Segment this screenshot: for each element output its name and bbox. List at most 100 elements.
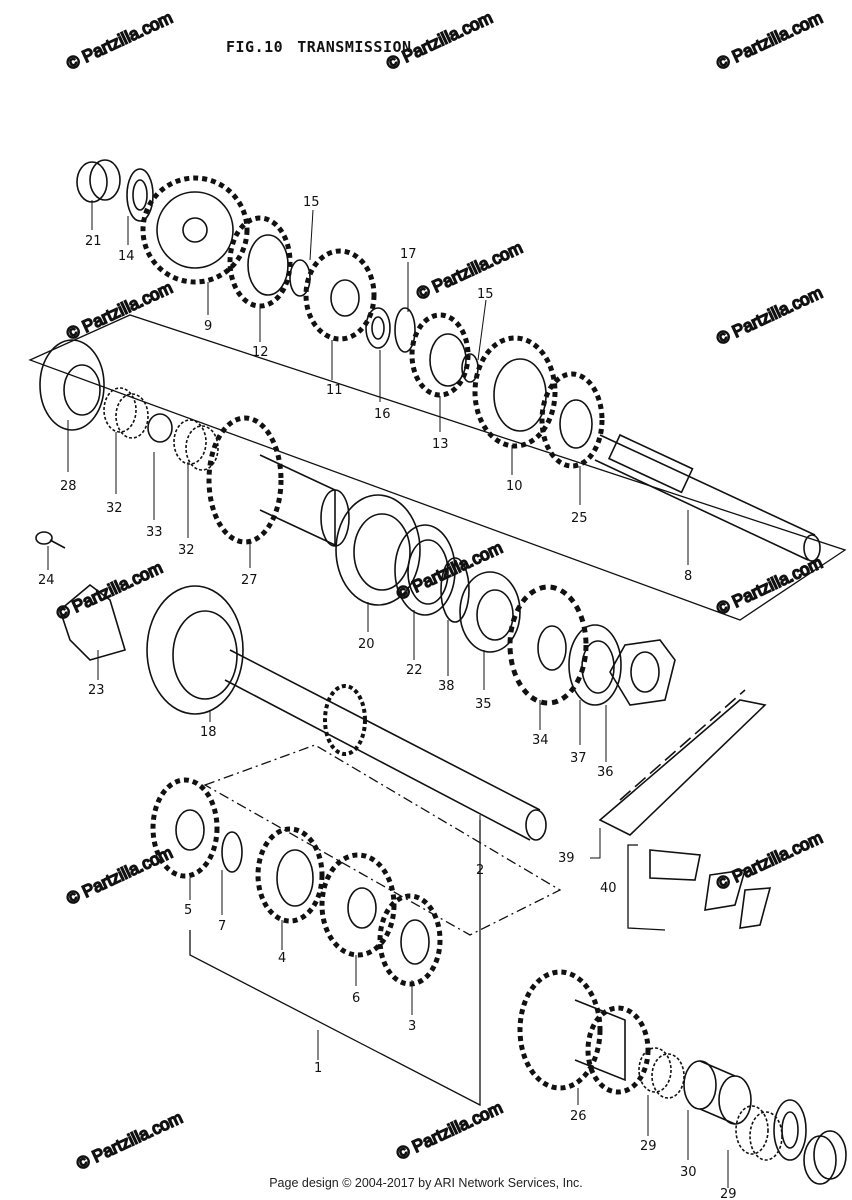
watermark-text: © Partzilla.com	[414, 238, 526, 304]
sprocket-part	[507, 584, 589, 706]
circlip-part	[394, 307, 416, 353]
callout-28: 28	[60, 479, 77, 494]
countershaft-frame	[28, 314, 847, 621]
callout-25: 25	[571, 511, 588, 526]
callout-7: 7	[218, 919, 226, 934]
callout-32b: 32	[178, 543, 195, 558]
bearing-part	[76, 159, 121, 203]
gear-part	[140, 175, 250, 285]
watermark-text: © Partzilla.com	[714, 283, 826, 349]
callout-4: 4	[278, 951, 286, 966]
figure-title: FIG.10 TRANSMISSION	[226, 38, 426, 56]
nut-part	[609, 639, 676, 706]
gear-part	[409, 312, 471, 398]
gear-part	[377, 893, 443, 987]
callout-34: 34	[532, 733, 549, 748]
gear-part	[227, 215, 293, 309]
driveshaft-gear-frame	[203, 744, 562, 936]
callout-22: 22	[406, 663, 423, 678]
callout-24: 24	[38, 573, 55, 588]
watermark-text: © Partzilla.com	[714, 553, 826, 619]
callout-10: 10	[506, 479, 523, 494]
figure-name: TRANSMISSION	[297, 38, 412, 56]
callout-29b: 29	[720, 1187, 737, 1200]
circlip-part	[289, 259, 311, 297]
gear-part	[539, 371, 605, 469]
plate-part	[59, 583, 126, 661]
callout-21: 21	[85, 234, 102, 249]
bearing-part	[146, 585, 244, 715]
bearing-part	[803, 1130, 847, 1185]
lock-washer-part	[568, 624, 622, 706]
callout-32: 32	[106, 501, 123, 516]
callout-26: 26	[570, 1109, 587, 1124]
countershaft-part	[594, 433, 821, 562]
bolt-part	[35, 531, 66, 549]
driveshaft-part	[224, 649, 547, 841]
lower-shaft-parts	[146, 585, 847, 1185]
watermark-text: © Partzilla.com	[64, 278, 176, 344]
bushing-part	[683, 1060, 752, 1125]
callout-8: 8	[684, 569, 692, 584]
oil-seal-part	[394, 524, 456, 616]
needle-bearing-part	[638, 1047, 685, 1099]
chain-joint-part	[649, 849, 772, 929]
callout-3: 3	[408, 1019, 416, 1034]
callout-27: 27	[241, 573, 258, 588]
needle-bearing-part	[735, 1105, 783, 1161]
callout-38: 38	[438, 679, 455, 694]
watermark-text: © Partzilla.com	[384, 8, 496, 74]
callout-40: 40	[600, 881, 617, 896]
washer-part	[365, 307, 391, 349]
callout-35: 35	[475, 697, 492, 712]
watermark-text: © Partzilla.com	[64, 8, 176, 74]
callout-6: 6	[352, 991, 360, 1006]
drive-chain-part	[598, 689, 767, 836]
watermark-text: © Partzilla.com	[714, 8, 826, 74]
callout-13: 13	[432, 437, 449, 452]
watermark-text: © Partzilla.com	[394, 1098, 506, 1164]
needle-bearing-part	[103, 387, 149, 439]
callout-labels: 21 14 9 15 12 17 11 16 15 13 10 25 8 28 …	[38, 195, 737, 1200]
gear-set-bracket	[189, 820, 481, 1107]
copyright-footer: Page design © 2004-2017 by ARI Network S…	[269, 1176, 583, 1190]
gear-part	[319, 852, 397, 958]
callout-36: 36	[597, 765, 614, 780]
gear-part	[150, 777, 220, 879]
callout-23: 23	[88, 683, 105, 698]
watermark-text: © Partzilla.com	[714, 828, 826, 894]
bearing-part	[335, 494, 421, 606]
washer-part	[773, 1099, 807, 1161]
figure-number: FIG.10	[226, 38, 284, 56]
circlip-part	[221, 831, 243, 873]
callout-12: 12	[252, 345, 269, 360]
callout-15b: 15	[477, 287, 494, 302]
assembly-frames	[28, 314, 847, 1107]
leader-lines	[47, 200, 729, 1188]
spacer-part	[147, 413, 173, 443]
callout-9: 9	[204, 319, 212, 334]
callout-1: 1	[314, 1061, 322, 1076]
callout-2: 2	[476, 863, 484, 878]
callout-33: 33	[146, 525, 163, 540]
callout-20: 20	[358, 637, 375, 652]
callout-15: 15	[303, 195, 320, 210]
needle-bearing-part	[173, 419, 219, 471]
watermark-text: © Partzilla.com	[74, 1108, 186, 1174]
upper-shaft-parts	[35, 159, 821, 706]
callout-30: 30	[680, 1165, 697, 1180]
gear-part	[517, 969, 651, 1095]
gear-part	[303, 248, 377, 342]
chain-joint-bracket	[627, 844, 666, 931]
bearing-retainer-part	[39, 339, 105, 431]
callout-29: 29	[640, 1139, 657, 1154]
callout-11: 11	[326, 383, 343, 398]
washer-part	[126, 168, 154, 222]
o-ring-part	[440, 557, 470, 623]
callout-18: 18	[200, 725, 217, 740]
watermark-text: © Partzilla.com	[54, 558, 166, 624]
callout-5: 5	[184, 903, 192, 918]
callout-16: 16	[374, 407, 391, 422]
